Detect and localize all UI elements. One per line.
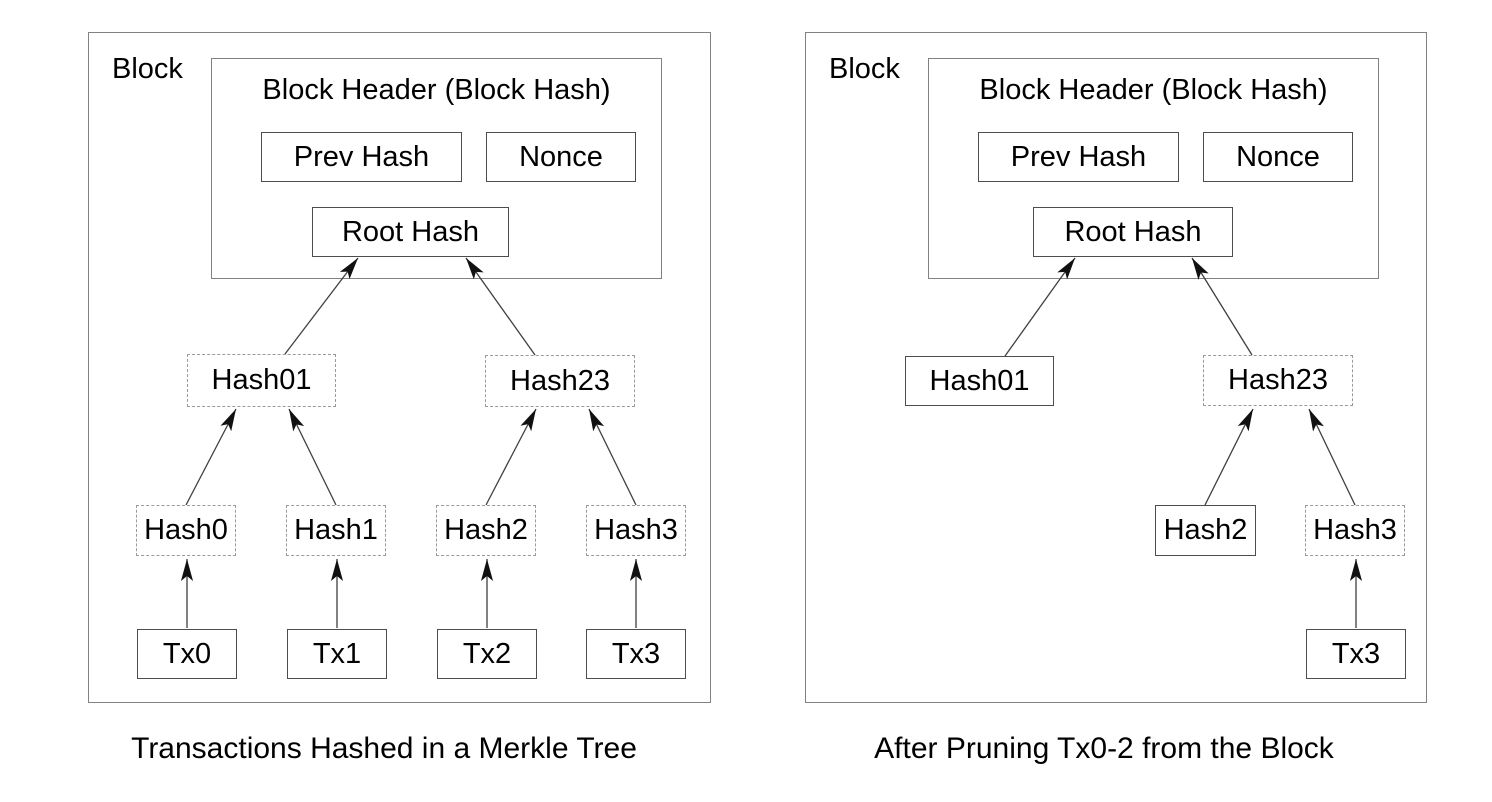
right-block-label: Block — [829, 53, 900, 85]
right-tx3-box: Tx3 — [1306, 629, 1406, 679]
left-tx2-box: Tx2 — [437, 629, 537, 679]
left-hash01-box: Hash01 — [187, 354, 336, 407]
left-tx0-box: Tx0 — [137, 629, 237, 679]
left-nonce-box: Nonce — [486, 132, 636, 182]
right-prev-hash-box: Prev Hash — [978, 132, 1179, 182]
right-caption: After Pruning Tx0-2 from the Block — [874, 732, 1334, 765]
left-tx1-box: Tx1 — [287, 629, 387, 679]
left-hash1-box: Hash1 — [286, 505, 386, 556]
left-block-label: Block — [112, 53, 183, 85]
left-block-header-box — [211, 58, 662, 279]
right-hash23-box: Hash23 — [1203, 355, 1353, 406]
right-hash01-box: Hash01 — [905, 356, 1054, 406]
left-hash0-box: Hash0 — [136, 505, 236, 556]
left-hash2-box: Hash2 — [436, 505, 536, 556]
left-block-header-title: Block Header (Block Hash) — [262, 74, 611, 106]
left-caption: Transactions Hashed in a Merkle Tree — [131, 732, 637, 765]
left-prev-hash-box: Prev Hash — [261, 132, 462, 182]
right-nonce-box: Nonce — [1203, 132, 1353, 182]
right-root-hash-box: Root Hash — [1033, 207, 1233, 257]
left-block-outer-box — [88, 32, 711, 703]
right-block-header-box — [928, 58, 1379, 279]
left-tx3-box: Tx3 — [586, 629, 686, 679]
right-hash3-box: Hash3 — [1305, 505, 1405, 556]
left-hash3-box: Hash3 — [586, 505, 686, 556]
right-block-outer-box — [805, 32, 1427, 703]
left-root-hash-box: Root Hash — [312, 207, 509, 257]
right-block-header-title: Block Header (Block Hash) — [979, 74, 1328, 106]
left-hash23-box: Hash23 — [485, 355, 635, 407]
right-hash2-box: Hash2 — [1155, 505, 1256, 556]
